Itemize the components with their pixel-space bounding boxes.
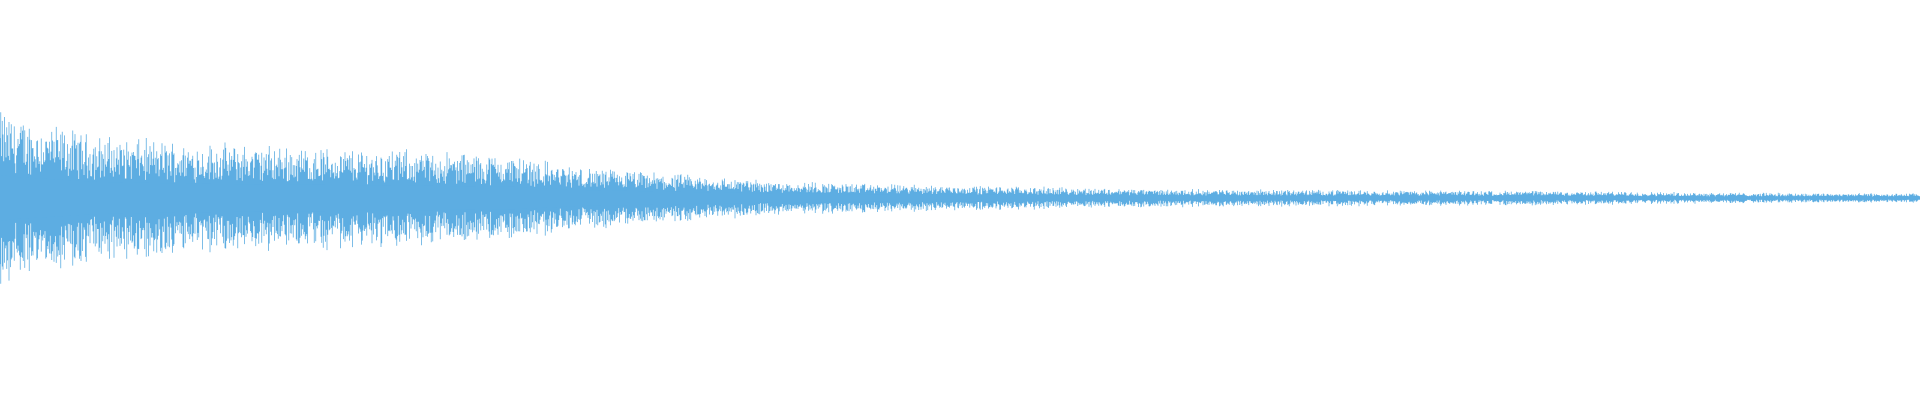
waveform-core [0, 175, 1920, 221]
waveform-samples [0, 112, 1920, 284]
